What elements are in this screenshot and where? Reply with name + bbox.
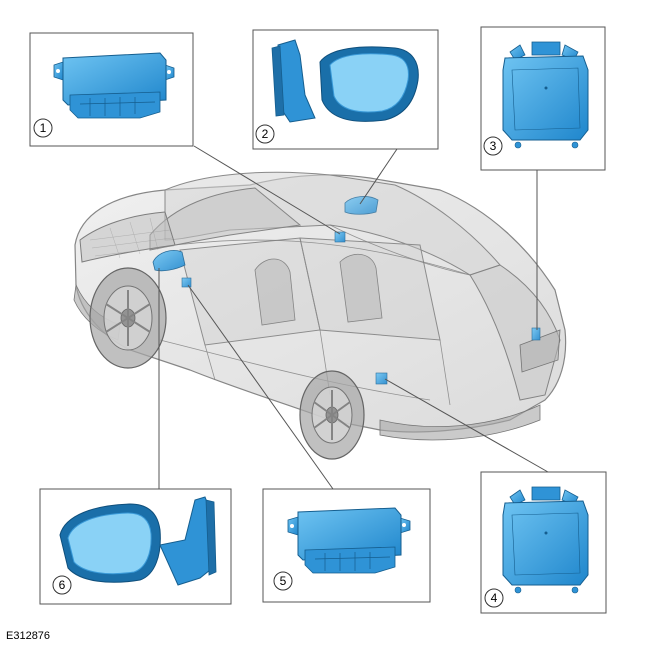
module-4-illustration [502, 486, 589, 594]
rear-wheel [299, 370, 365, 460]
callout-number-3: 3 [490, 139, 497, 153]
callout-number-6: 6 [59, 578, 66, 592]
callout-box-1: 1 [29, 32, 194, 147]
front-wheel [89, 267, 167, 369]
callout-box-4: 4 [480, 471, 607, 614]
leader-lines [158, 145, 549, 490]
figure-reference-id: E312876 [6, 630, 51, 642]
callout-box-5: 5 [262, 488, 431, 603]
callout-number-5: 5 [280, 574, 287, 588]
vehicle-left-mirror-highlight [152, 250, 186, 272]
mirror-6-illustration [59, 496, 217, 586]
vehicle-module-1-highlight [334, 231, 346, 243]
callout-box-2: 2 [252, 29, 439, 150]
vehicle-module-3-highlight [531, 327, 541, 341]
vehicle-module-5-highlight [181, 277, 192, 288]
vehicle-illustration [73, 171, 567, 460]
mirror-2-illustration [271, 39, 419, 123]
callout-number-4: 4 [491, 591, 498, 605]
vehicle-module-4-highlight [375, 372, 388, 385]
module-5-illustration [287, 507, 411, 574]
module-3-illustration [502, 41, 589, 149]
vehicle-right-mirror-highlight [344, 196, 379, 215]
callout-number-2: 2 [262, 127, 269, 141]
callout-number-1: 1 [40, 121, 47, 135]
callout-box-6: 6 [39, 488, 232, 605]
module-1-illustration [53, 52, 175, 119]
callout-box-3: 3 [480, 26, 606, 171]
